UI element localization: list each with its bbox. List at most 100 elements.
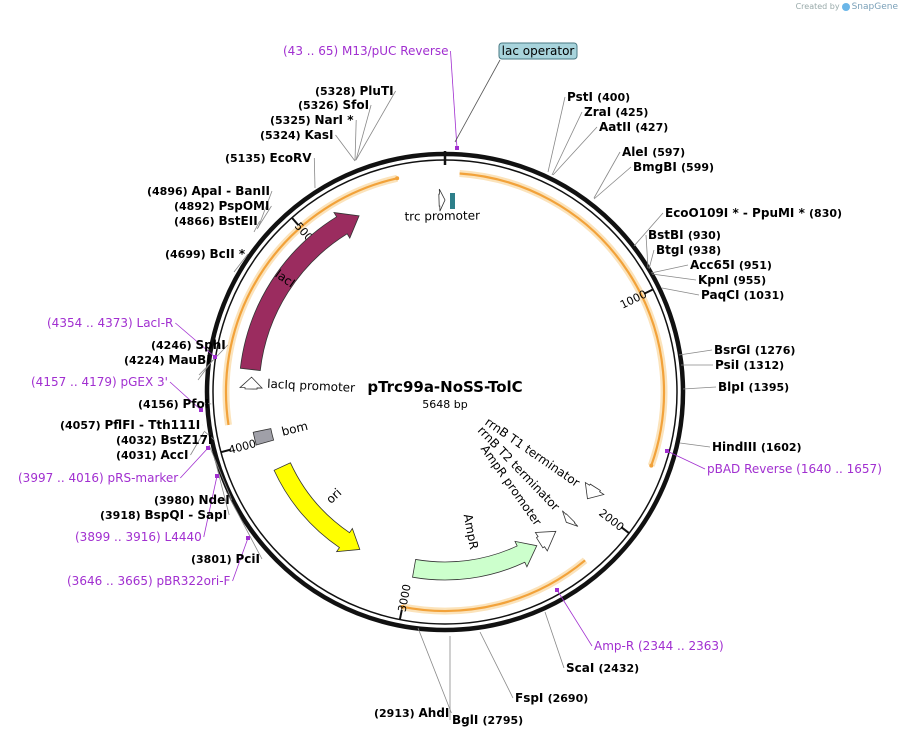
site-22-position: (597) xyxy=(652,146,685,159)
feature-trc-promoter xyxy=(438,188,446,212)
site-32-label: BlpI (1395) xyxy=(718,380,789,394)
lac-operator-mark xyxy=(450,193,455,209)
primer-5-leader xyxy=(232,537,249,582)
site-23-name: BmgBI xyxy=(633,160,681,174)
orf-arcs xyxy=(222,169,668,615)
feature-label-trc-promoter: trc promoter xyxy=(404,208,480,223)
site-24-name: EcoO109I * - PpuMI * xyxy=(665,206,809,220)
site-1-leader xyxy=(355,104,372,161)
feature-laciq-promoter xyxy=(239,376,264,390)
site-0-label: (5328) PluTI xyxy=(315,84,394,98)
primer-0-name: M13/pUC Reverse xyxy=(342,44,449,58)
site-25-label: BstBI (930) xyxy=(648,228,721,242)
site-23-position: (599) xyxy=(681,161,714,174)
lac-operator: lac operator xyxy=(450,42,578,209)
site-31-name: PsiI xyxy=(715,358,743,372)
site-11-name: PfoI xyxy=(183,397,210,411)
site-31-label: PsiI (1312) xyxy=(715,358,784,372)
site-17-position: (3801) xyxy=(191,553,236,566)
feature-bom xyxy=(252,428,275,446)
orf-arc-end-0 xyxy=(649,463,654,468)
site-18-label: (2913) AhdI xyxy=(374,706,449,720)
site-35-label: FspI (2690) xyxy=(515,691,588,705)
site-4-position: (5135) xyxy=(225,152,270,165)
site-27-label: Acc65I (951) xyxy=(690,258,772,272)
site-12-name: PflFI - Tth111I xyxy=(105,418,201,432)
tick-2000 xyxy=(620,526,630,534)
site-19-position: (400) xyxy=(597,91,630,104)
site-35-position: (2690) xyxy=(548,692,589,705)
site-4-label: (5135) EcoRV xyxy=(225,151,312,165)
primer-7-binding-mark xyxy=(555,588,559,592)
site-2-label: (5325) NarI * xyxy=(270,113,354,127)
primer-5-position: (3646 .. 3665) xyxy=(67,574,157,588)
site-36-label: BglI (2795) xyxy=(452,713,523,727)
plasmid-length: 5648 bp xyxy=(422,398,467,411)
primer-7-name: Amp-R xyxy=(594,639,638,653)
site-33-label: HindIII (1602) xyxy=(712,440,802,454)
feature-label-ori: ori xyxy=(323,486,344,507)
primer-4-binding-mark xyxy=(215,474,219,478)
site-15-label: (3980) NdeI xyxy=(154,493,230,507)
site-29-label: PaqCI (1031) xyxy=(701,288,784,302)
primer-2-position: (4157 .. 4179) xyxy=(31,375,121,389)
site-21-name: AatII xyxy=(599,120,635,134)
primer-6-position: (1640 .. 1657) xyxy=(796,462,882,476)
primer-4-leader xyxy=(203,475,218,538)
primer-2-leader xyxy=(169,381,202,411)
primer-3-binding-mark xyxy=(206,446,210,450)
site-18-name: AhdI xyxy=(419,706,450,720)
site-28-label: KpnI (955) xyxy=(698,273,766,287)
site-20-position: (425) xyxy=(615,106,648,119)
site-34-leader xyxy=(544,611,565,669)
tick-label-4000: 4000 xyxy=(227,437,257,457)
primer-2-binding-mark xyxy=(199,408,203,412)
primer-0-binding-mark xyxy=(455,146,459,150)
primer-2-label: (4157 .. 4179) pGEX 3' xyxy=(31,375,168,389)
leader-lines xyxy=(169,50,717,720)
primer-0-leader xyxy=(450,50,458,149)
orf-arc-end-1 xyxy=(400,604,405,609)
site-3-label: (5324) KasI xyxy=(260,128,334,142)
site-1-label: (5326) SfoI xyxy=(298,98,369,112)
site-26-name: BtgI xyxy=(656,243,688,257)
feature-ampr-promoter xyxy=(534,530,557,552)
site-5-name: ApaI - BanII xyxy=(192,184,271,198)
site-34-position: (2432) xyxy=(599,662,640,675)
site-2-position: (5325) xyxy=(270,114,315,127)
site-7-leader xyxy=(253,220,261,233)
tick-5000 xyxy=(291,217,300,226)
site-10-leader xyxy=(197,359,214,381)
primer-1-name: LacI-R xyxy=(137,316,174,330)
tick-3000 xyxy=(398,609,403,620)
site-32-position: (1395) xyxy=(749,381,790,394)
site-33-leader xyxy=(679,442,711,448)
site-33-position: (1602) xyxy=(761,441,802,454)
snapgene-logo-icon xyxy=(841,2,850,11)
site-22-name: AleI xyxy=(622,145,652,159)
primer-6-leader xyxy=(666,450,706,470)
tick-4000 xyxy=(220,448,231,454)
site-36-position: (2795) xyxy=(483,714,524,727)
site-7-position: (4866) xyxy=(174,215,219,228)
site-20-name: ZraI xyxy=(584,105,615,119)
site-3-leader xyxy=(335,134,356,162)
site-1-name: SfoI xyxy=(343,98,370,112)
primer-1-leader xyxy=(175,322,216,358)
site-21-leader xyxy=(552,126,598,176)
site-14-leader xyxy=(190,431,205,456)
site-30-position: (1276) xyxy=(755,344,796,357)
site-25-position: (930) xyxy=(688,229,721,242)
site-14-position: (4031) xyxy=(116,449,161,462)
primer-6-label: pBAD Reverse (1640 .. 1657) xyxy=(707,462,882,476)
site-11-position: (4156) xyxy=(138,398,183,411)
site-20-leader xyxy=(551,111,583,176)
lac-operator-label: lac operator xyxy=(502,44,575,58)
site-15-leader xyxy=(208,444,233,501)
primer-3-name: pRS-marker xyxy=(108,471,179,485)
feature-laci xyxy=(239,212,360,371)
site-2-leader xyxy=(354,119,357,162)
site-16-label: (3918) BspQI - SapI xyxy=(100,508,227,522)
site-0-leader xyxy=(355,90,396,161)
site-14-label: (4031) AccI xyxy=(116,448,188,462)
